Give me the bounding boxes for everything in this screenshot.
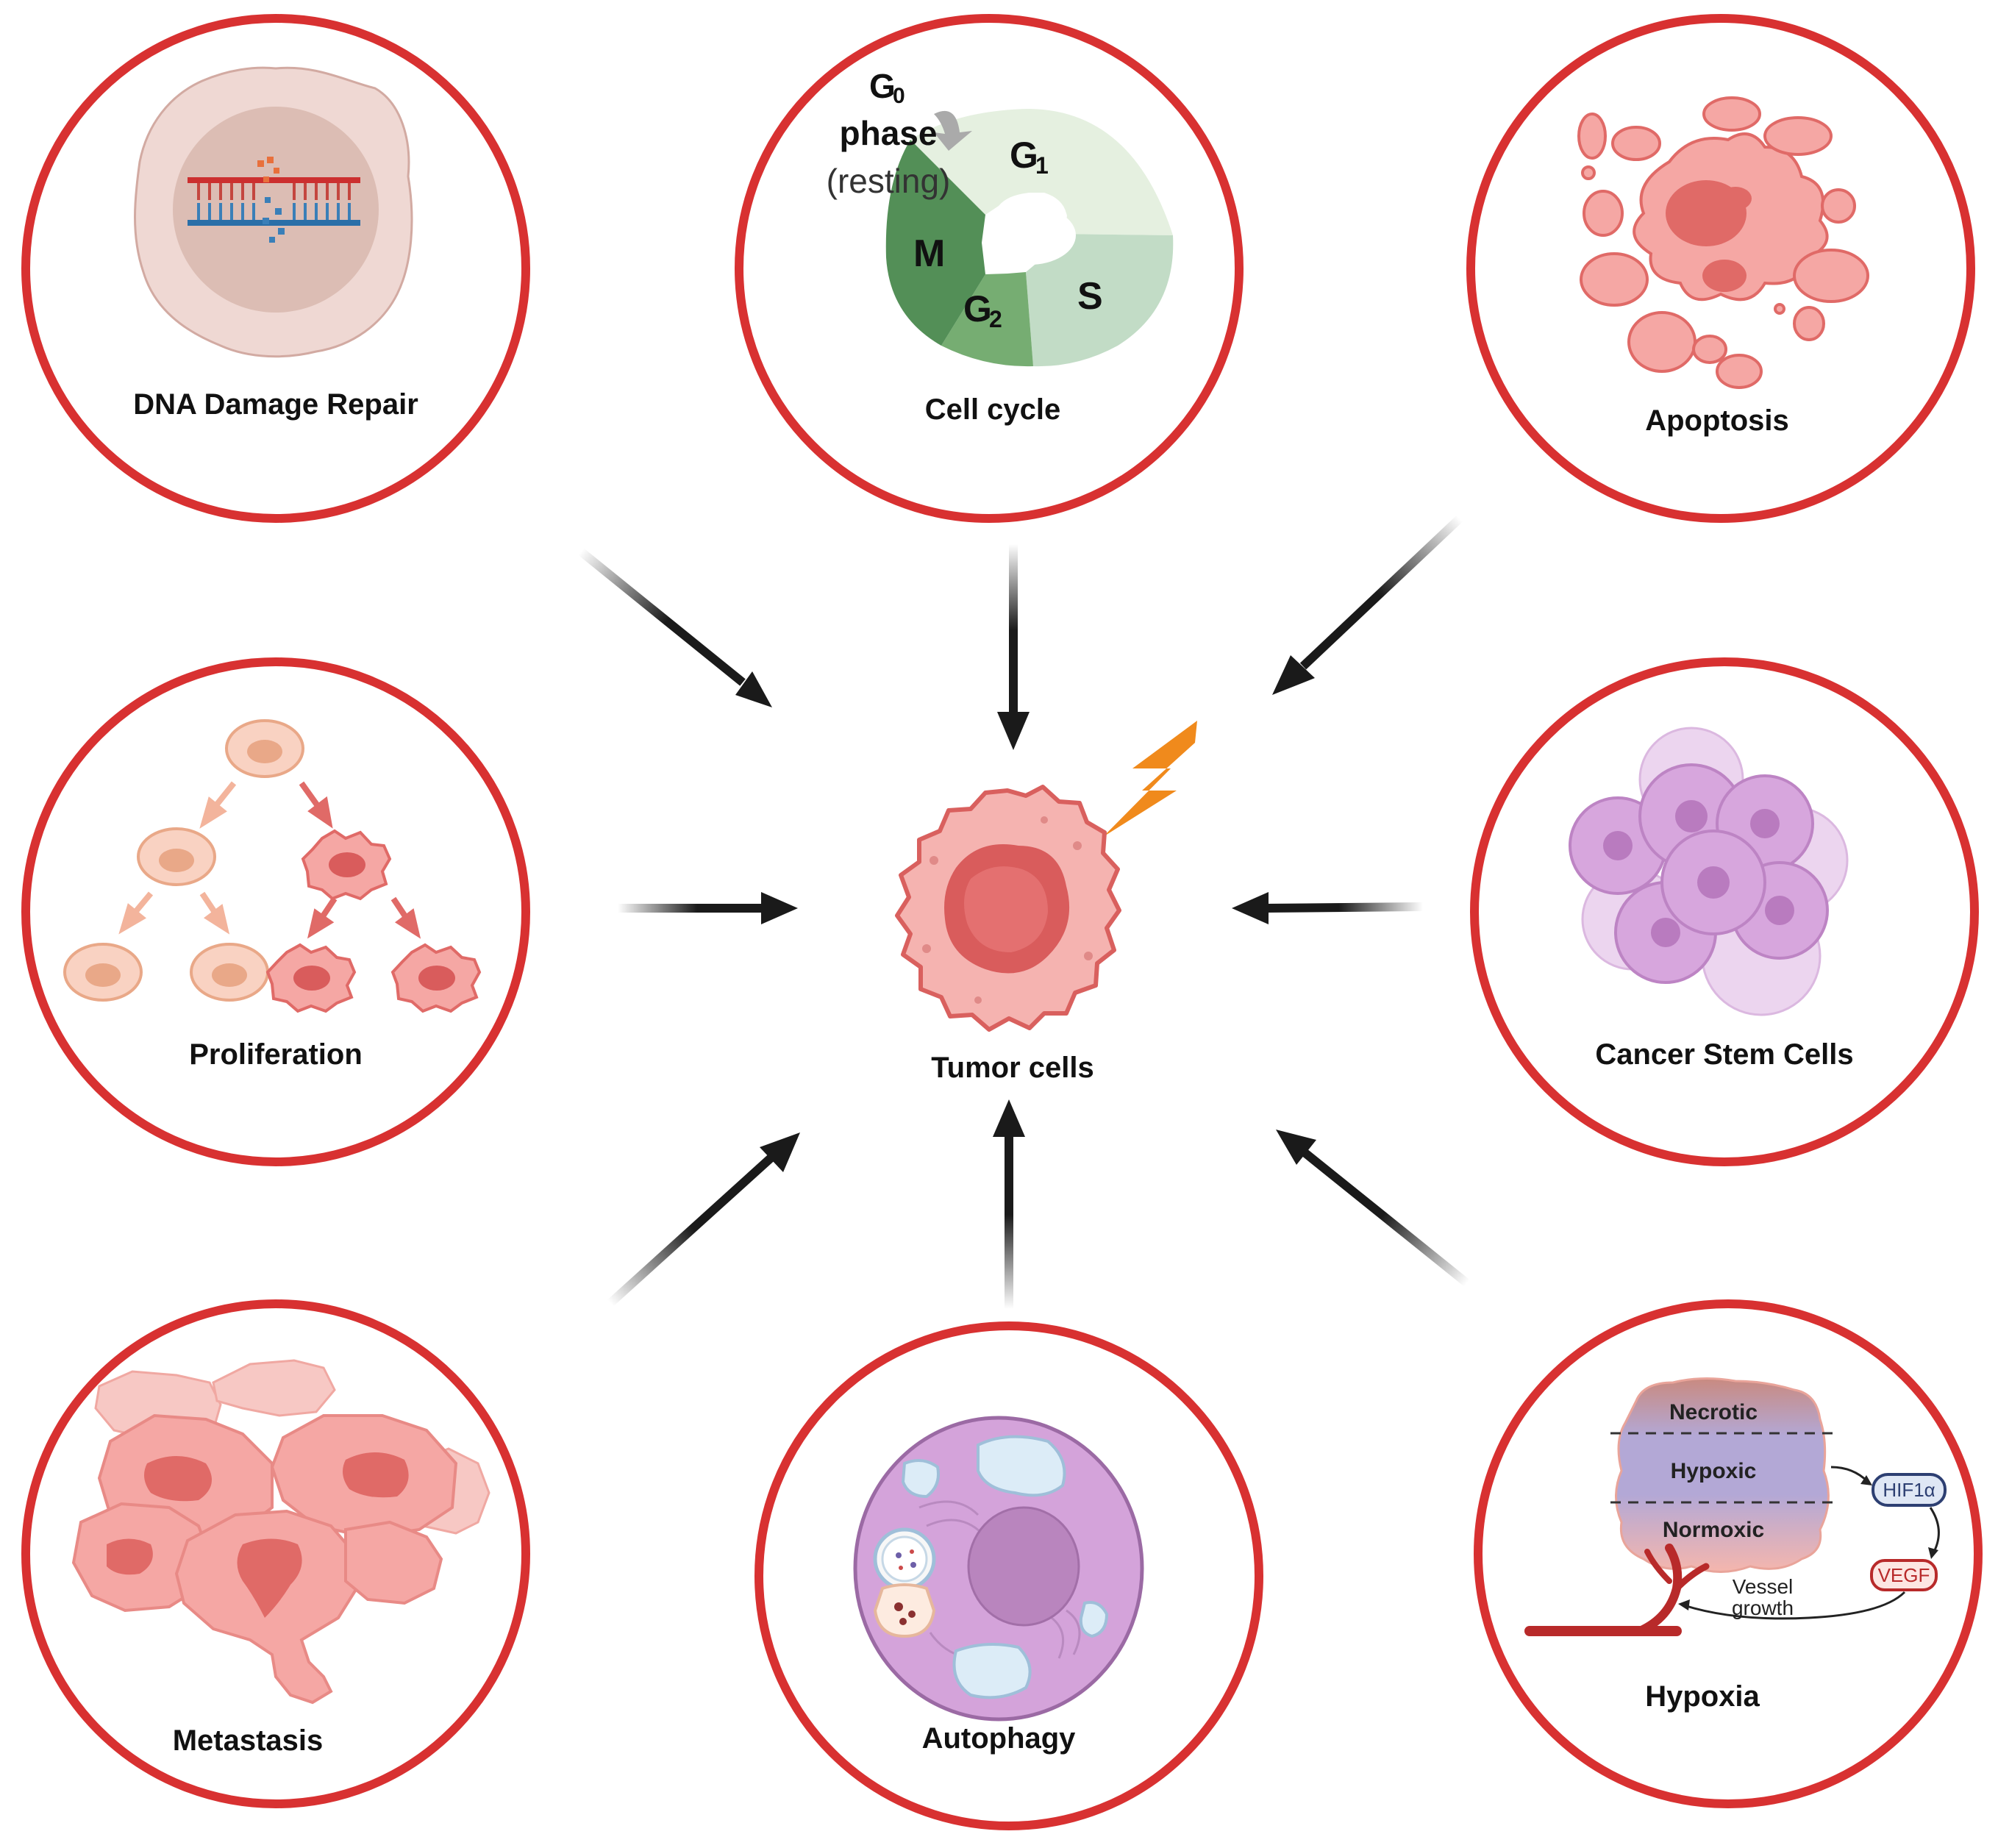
hypoxic-zone-label: Hypoxic <box>1671 1459 1757 1483</box>
vegf-text: VEGF <box>1878 1564 1930 1586</box>
g0-letter: G <box>869 67 896 105</box>
g0-subscript: 0 <box>893 84 905 108</box>
vessel-growth-line1: Vessel <box>1733 1575 1794 1598</box>
arrow-hypoxia-to-tumor <box>1276 1130 1470 1287</box>
arrow-apoptosis-to-tumor <box>1272 515 1463 695</box>
dna-repair-module: DNA Damage Repair <box>21 14 530 523</box>
apoptotic-bodies-icon <box>1577 96 1869 389</box>
cell-cycle-wheel-icon: G 0 phase (resting) G 1 S M G 2 <box>827 67 1174 367</box>
dna-nucleus-icon <box>134 66 413 358</box>
cancer-stem-module: Cancer Stem Cells <box>1470 657 1979 1166</box>
arrow-autophagy-to-tumor <box>993 1099 1025 1309</box>
g0-phase-text: phase <box>840 114 938 152</box>
proliferation-module: Proliferation <box>21 657 530 1166</box>
arrow-metastasis-to-tumor <box>607 1132 800 1307</box>
tumor-cell-group: Tumor cells <box>895 721 1197 1084</box>
arrow-proliferation-to-tumor <box>618 892 798 924</box>
g0-resting-text: (resting) <box>827 162 951 200</box>
arrow-dna-to-tumor <box>578 548 772 707</box>
proliferation-label: Proliferation <box>189 1038 363 1071</box>
apoptosis-label: Apoptosis <box>1645 404 1789 437</box>
proliferation-ring <box>21 657 530 1166</box>
vegf-badge: VEGF <box>1870 1559 1938 1591</box>
hypoxia-module: Necrotic Hypoxic Normoxic HIF1α VEGF <box>1474 1299 1983 1808</box>
hif1a-text: HIF1α <box>1883 1479 1935 1501</box>
m-phase-text: M <box>913 232 945 275</box>
autophagy-module: Autophagy <box>754 1321 1263 1830</box>
necrotic-zone-label: Necrotic <box>1669 1400 1758 1424</box>
cell-cycle-module: G 0 phase (resting) G 1 S M G 2 Cell cyc… <box>735 14 1244 523</box>
apoptosis-module: Apoptosis <box>1466 14 1975 523</box>
hypoxic-tumor-icon: Necrotic Hypoxic Normoxic HIF1α VEGF <box>1524 1377 1947 1636</box>
g1-subscript: 1 <box>1035 152 1049 179</box>
metastasis-module: Metastasis <box>21 1299 530 1808</box>
normoxic-zone-label: Normoxic <box>1663 1518 1764 1542</box>
autophagy-label: Autophagy <box>922 1722 1077 1755</box>
dna-repair-label: DNA Damage Repair <box>133 388 418 421</box>
stem-cell-cluster-icon <box>1569 727 1849 1016</box>
tumor-cells-label: Tumor cells <box>931 1052 1094 1084</box>
tumor-cell-icon <box>895 785 1121 1032</box>
blood-vessel-icon <box>1524 1544 1710 1636</box>
cancer-stem-label: Cancer Stem Cells <box>1595 1038 1853 1071</box>
lightning-icon <box>1103 721 1197 837</box>
hypoxia-label: Hypoxia <box>1645 1680 1760 1713</box>
autophagosome-icon <box>873 1527 936 1638</box>
vessel-growth-line2: growth <box>1732 1597 1794 1619</box>
cell-cycle-label: Cell cycle <box>925 393 1061 426</box>
g1-letter: G <box>1010 135 1038 176</box>
metastatic-cells-icon <box>71 1359 490 1705</box>
g2-letter: G <box>963 288 992 329</box>
hif1a-badge: HIF1α <box>1872 1473 1947 1507</box>
s-phase-text: S <box>1077 275 1103 318</box>
autophagosome-cell-icon <box>853 1416 1144 1722</box>
cell-division-tree-icon <box>63 719 482 1013</box>
nucleus-icon <box>967 1506 1080 1627</box>
arrow-cellcycle-to-tumor <box>997 544 1030 750</box>
g2-subscript: 2 <box>989 306 1002 332</box>
arrow-stemcells-to-tumor <box>1232 892 1424 924</box>
metastasis-label: Metastasis <box>173 1724 324 1757</box>
